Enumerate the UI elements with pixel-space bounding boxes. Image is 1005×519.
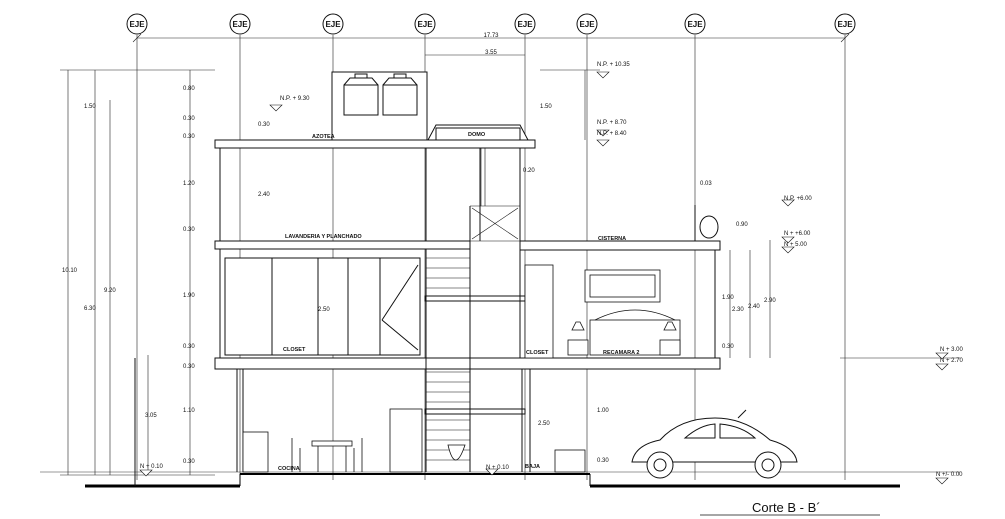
axis-label: EJE bbox=[579, 20, 595, 29]
axis-label: EJE bbox=[517, 20, 533, 29]
col-dim: 0.30 bbox=[183, 116, 195, 122]
axis-marker: EJE bbox=[684, 13, 706, 35]
axis-marker: EJE bbox=[126, 13, 148, 35]
closet-upper bbox=[224, 257, 421, 356]
dim-240: 2.40 bbox=[258, 192, 270, 198]
dim-240-right: 2.40 bbox=[748, 304, 760, 310]
axis-markers: EJE EJE EJE EJE EJE EJE EJE EJE bbox=[126, 13, 856, 35]
room-label-cisterna: CISTERNA bbox=[598, 236, 626, 242]
col-dim: 0.30 bbox=[183, 344, 195, 350]
dim-030-bottom: 0.30 bbox=[597, 458, 609, 464]
room-label-lavanderia: LAVANDERIA Y PLANCHADO bbox=[285, 234, 362, 240]
dim-250: 2.50 bbox=[318, 307, 330, 313]
ground-line bbox=[40, 471, 960, 488]
room-label-baja: BAJA bbox=[525, 464, 540, 470]
level-np-930: N.P. + 9.30 bbox=[280, 96, 310, 102]
slabs bbox=[214, 139, 721, 415]
axis-marker: EJE bbox=[576, 13, 598, 35]
level-markers bbox=[139, 71, 949, 485]
dim-total: 10.10 bbox=[62, 268, 78, 274]
staircase bbox=[426, 148, 521, 461]
axis-label: EJE bbox=[687, 20, 703, 29]
dim-290: 2.90 bbox=[764, 298, 776, 304]
axis-label: EJE bbox=[129, 20, 145, 29]
dim-630: 6.30 bbox=[84, 306, 96, 312]
partial-dimension-value: 3.55 bbox=[485, 50, 497, 56]
level-n-270: N + 2.70 bbox=[940, 358, 964, 364]
col-dim: 0.30 bbox=[183, 227, 195, 233]
level-n-300: N + 3.00 bbox=[940, 347, 964, 353]
dim-230: 2.30 bbox=[732, 307, 744, 313]
bedroom-furniture bbox=[524, 264, 681, 359]
axis-marker: EJE bbox=[514, 13, 536, 35]
dim-920: 9.20 bbox=[104, 288, 116, 294]
col-dim: 1.20 bbox=[183, 181, 195, 187]
level-n-000: N +/- 0.00 bbox=[936, 472, 963, 478]
col-dim: 0.30 bbox=[183, 459, 195, 465]
room-label-azotea: AZOTEA bbox=[312, 134, 335, 140]
axis-marker: EJE bbox=[414, 13, 436, 35]
axis-label: EJE bbox=[417, 20, 433, 29]
left-dimension-lines bbox=[60, 69, 215, 476]
col-dim: 1.10 bbox=[183, 408, 195, 414]
level-n-500: N + 5.00 bbox=[784, 242, 808, 248]
car bbox=[631, 409, 798, 479]
col-dim: 0.30 bbox=[183, 364, 195, 370]
room-label-cocina: COCINA bbox=[278, 466, 300, 472]
level-n-600: N + +6.00 bbox=[784, 231, 811, 237]
room-label-closet: CLOSET bbox=[283, 347, 306, 353]
dim-090: 0.90 bbox=[736, 222, 748, 228]
overall-dimension-value: 17.73 bbox=[483, 33, 499, 39]
level-n-010: N + 0.10 bbox=[140, 464, 164, 470]
water-tanks bbox=[331, 71, 428, 141]
col-dim: 1.90 bbox=[183, 293, 195, 299]
walls bbox=[134, 148, 716, 486]
level-np-840: N.P. + 8.40 bbox=[597, 131, 627, 137]
dim-020: 0.20 bbox=[523, 168, 535, 174]
dim-250-bottom: 2.50 bbox=[538, 421, 550, 427]
dim-003: 0.03 bbox=[700, 181, 712, 187]
axis-marker: EJE bbox=[229, 13, 251, 35]
domo bbox=[427, 124, 529, 141]
dim-100: 1.00 bbox=[597, 408, 609, 414]
axis-marker: EJE bbox=[322, 13, 344, 35]
col-dim: 0.30 bbox=[183, 134, 195, 140]
kitchen-furniture bbox=[242, 408, 586, 473]
axis-label: EJE bbox=[325, 20, 341, 29]
level-n-010-b: N + 0.10 bbox=[486, 465, 510, 471]
level-np-600: N.P. +6.00 bbox=[784, 196, 812, 202]
axis-marker: EJE bbox=[834, 13, 856, 35]
drawing-title: Corte B - B´ bbox=[752, 500, 821, 515]
axis-label: EJE bbox=[837, 20, 853, 29]
dim-030: 0.30 bbox=[258, 122, 270, 128]
dim-150-right: 1.50 bbox=[540, 104, 552, 110]
room-label-domo: DOMO bbox=[468, 132, 486, 138]
overall-dimension bbox=[132, 33, 850, 56]
dim-030-right: 0.30 bbox=[722, 344, 734, 350]
dim-150: 1.50 bbox=[84, 104, 96, 110]
room-label-closet-2: CLOSET bbox=[526, 350, 549, 356]
dim-305: 3.05 bbox=[145, 413, 157, 419]
gas-tank bbox=[694, 205, 719, 241]
col-dim: 0.80 bbox=[183, 86, 195, 92]
level-np-1035: N.P. + 10.35 bbox=[597, 62, 630, 68]
dim-190-right: 1.90 bbox=[722, 295, 734, 301]
right-dimension-lines bbox=[540, 69, 960, 359]
axis-label: EJE bbox=[232, 20, 248, 29]
level-np-870: N.P. + 8.70 bbox=[597, 120, 627, 126]
room-label-recamara: RECAMARA 2 bbox=[603, 350, 639, 356]
